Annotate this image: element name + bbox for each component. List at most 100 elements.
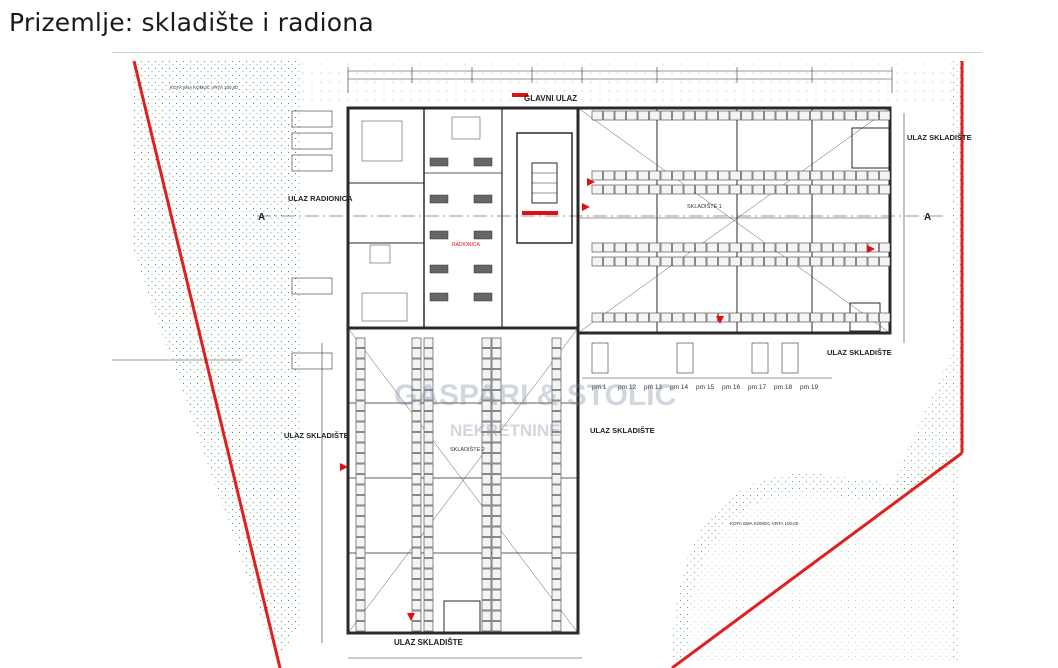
rack-bay — [423, 505, 434, 516]
rack-bay — [481, 442, 492, 453]
rack-bay — [867, 312, 879, 323]
rack-bay — [637, 184, 649, 195]
rack-bay — [411, 526, 422, 537]
warehouse-entrance-label-left: ULAZ SKLADIŠTE — [284, 431, 349, 440]
rack-bay — [660, 184, 672, 195]
rack-bay — [423, 442, 434, 453]
rack-bay — [603, 184, 615, 195]
rack-bay — [423, 411, 434, 422]
rack-bay — [481, 558, 492, 569]
floor-plan-drawing: GLAVNI ULAZ ULAZ RADIONICA ULAZ SKLADIŠT… — [112, 52, 982, 668]
rack-bay — [672, 110, 684, 121]
rack-bay — [355, 453, 366, 464]
rack-bay — [355, 589, 366, 600]
rack-bay — [355, 526, 366, 537]
rack-bay — [764, 184, 776, 195]
rack-bay — [491, 568, 502, 579]
rack-bay — [551, 600, 562, 611]
rack-bay — [551, 589, 562, 600]
rack-bay — [481, 610, 492, 621]
rack-bay — [491, 390, 502, 401]
rack-bay — [649, 184, 661, 195]
rack-bay — [491, 484, 502, 495]
rack-bay — [672, 184, 684, 195]
rack-bay — [481, 421, 492, 432]
rack-bay — [614, 312, 626, 323]
rack-bay — [423, 463, 434, 474]
rack-bay — [491, 621, 502, 632]
rack-bay — [355, 516, 366, 527]
rack-bay — [411, 337, 422, 348]
rack-bay — [423, 610, 434, 621]
rack-bay — [551, 516, 562, 527]
rack-bay — [591, 312, 603, 323]
rack-bay — [481, 432, 492, 443]
rack-bay — [491, 453, 502, 464]
rack-bay — [775, 184, 787, 195]
rack-bay — [411, 547, 422, 558]
rack-bay — [752, 170, 764, 181]
rack-bay — [481, 474, 492, 485]
rack-bay — [637, 110, 649, 121]
rack-bay — [423, 421, 434, 432]
rack-bay — [660, 256, 672, 267]
rack-bay — [411, 516, 422, 527]
rack-bay — [706, 312, 718, 323]
rack-bay — [491, 411, 502, 422]
rack-bay — [411, 484, 422, 495]
rack-bay — [844, 242, 856, 253]
rack-bay — [729, 170, 741, 181]
rack-bay — [551, 547, 562, 558]
rack-bay — [683, 110, 695, 121]
rack-bay — [867, 184, 879, 195]
rack-bay — [591, 170, 603, 181]
rack-bay — [879, 184, 891, 195]
rack-bay — [481, 568, 492, 579]
rack-bay — [481, 537, 492, 548]
rack-bay — [411, 600, 422, 611]
warehouse-entrance-label-east: ULAZ SKLADIŠTE — [827, 348, 892, 357]
rack-bay — [551, 484, 562, 495]
rack-bay — [423, 589, 434, 600]
rack-bay — [481, 621, 492, 632]
rack-bay — [491, 589, 502, 600]
rack-bay — [649, 170, 661, 181]
rack-bay — [355, 579, 366, 590]
rack-bay — [491, 379, 502, 390]
rack-bay — [729, 242, 741, 253]
rack-bay — [481, 400, 492, 411]
rack-bay — [355, 442, 366, 453]
rack-bay — [660, 312, 672, 323]
warehouse-entrance-label-right: ULAZ SKLADIŠTE — [907, 133, 972, 142]
rack-bay — [879, 170, 891, 181]
rack-bay — [491, 369, 502, 380]
rack-bay — [423, 600, 434, 611]
rack-bay — [491, 421, 502, 432]
rack-bay — [660, 110, 672, 121]
rack-bay — [718, 256, 730, 267]
rack-bay — [355, 463, 366, 474]
parking-label: pm 18 — [774, 384, 792, 391]
rack-bay — [411, 495, 422, 506]
rack-bay — [683, 184, 695, 195]
rack-bay — [355, 348, 366, 359]
rack-bay — [672, 312, 684, 323]
rack-bay — [833, 256, 845, 267]
rack-bay — [810, 170, 822, 181]
rack-bay — [491, 474, 502, 485]
rack-bay — [481, 547, 492, 558]
rack-bay — [491, 495, 502, 506]
rack-bay — [614, 256, 626, 267]
rack-bay — [810, 110, 822, 121]
rack-bay — [637, 312, 649, 323]
rack-bay — [844, 312, 856, 323]
rack-bay — [355, 495, 366, 506]
rack-bay — [411, 463, 422, 474]
rack-bay — [355, 390, 366, 401]
rack-bay — [411, 411, 422, 422]
rack-bay — [481, 495, 492, 506]
rack-bay — [614, 184, 626, 195]
rack-bay — [411, 589, 422, 600]
rack-bay — [481, 358, 492, 369]
dimension-lines — [321, 67, 905, 659]
